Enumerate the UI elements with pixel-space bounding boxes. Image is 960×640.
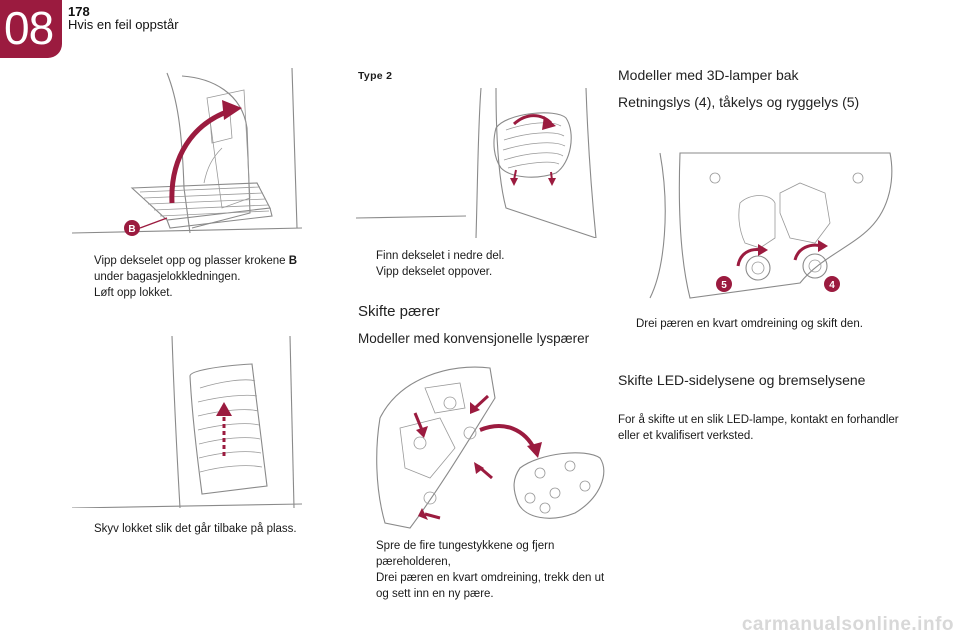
bullet-text-pre: Vipp dekselet opp og plasser krokene [94, 255, 289, 267]
list-item: Drei pæren en kvart omdreining og skift … [618, 316, 888, 332]
bullet-glyph [358, 538, 376, 570]
col1-bullets-b: Skyv lokket slik det går tilbake på plas… [76, 521, 326, 537]
chapter-tab [0, 0, 62, 58]
marker-4-label: 4 [829, 280, 835, 291]
bullet-glyph [618, 316, 636, 332]
list-item: Løft opp lokket. [76, 285, 321, 301]
illustration-lift-cover: B [72, 68, 302, 236]
heading-replace-bulbs: Skifte pærer [358, 303, 440, 320]
heading-conventional-bulbs: Modeller med konvensjonelle lyspærer [358, 331, 590, 346]
bullet-text: Løft opp lokket. [94, 287, 173, 299]
marker-b-label: B [128, 224, 135, 235]
page-number: 178 [68, 4, 90, 19]
list-item: Drei pæren en kvart omdreining, trekk de… [358, 570, 613, 602]
heading-indicator-fog-reverse: Retningslys (4), tåkelys og ryggelys (5) [618, 94, 860, 110]
bullet-glyph [76, 285, 94, 301]
bullet-text-post: under bagasjelokkledningen. [94, 271, 241, 283]
bullet-text: Drei pæren en kvart omdreining og skift … [636, 318, 863, 330]
type-heading: Type 2 [358, 70, 393, 82]
illustration-3d-lamp: 5 4 [649, 152, 893, 299]
col3-bullets-a: Drei pæren en kvart omdreining og skift … [618, 316, 888, 332]
list-item: Skyv lokket slik det går tilbake på plas… [76, 521, 326, 537]
marker-5-circle [716, 276, 732, 292]
bullet-text: Finn dekselet i nedre del. [376, 250, 505, 262]
bullet-text: Skyv lokket slik det går tilbake på plas… [94, 523, 297, 535]
bullet-glyph [76, 253, 94, 285]
bullet-text: Vipp dekselet oppover. [376, 266, 493, 278]
bullet-glyph [358, 264, 376, 280]
bullet-glyph [358, 248, 376, 264]
bullet-text: Spre de fire tungestykkene og fjern pære… [376, 540, 555, 568]
bullet-glyph [358, 570, 376, 602]
col2-bullets-a: Finn dekselet i nedre del. Vipp dekselet… [358, 248, 608, 280]
marker-4-circle [824, 276, 840, 292]
bullet-text: Vipp dekselet opp og plasser krokene B u… [94, 253, 321, 285]
marker-5-label: 5 [721, 280, 727, 291]
list-item: Vipp dekselet opp og plasser krokene B u… [76, 253, 321, 285]
hook-label: B [288, 255, 298, 267]
illustration-bulb-holder [376, 366, 605, 529]
bullet-glyph [76, 521, 94, 537]
section-title: Hvis en feil oppstår [68, 17, 179, 32]
led-paragraph: For å skifte ut en slik LED-lampe, konta… [618, 414, 899, 442]
list-item: Vipp dekselet oppover. [358, 264, 608, 280]
heading-3d-lamps: Modeller med 3D-lamper bak [618, 67, 799, 83]
marker-b-circle [124, 220, 140, 236]
list-item: Finn dekselet i nedre del. [358, 248, 608, 264]
heading-led-lamps: Skifte LED-sidelysene og bremselysene [618, 372, 866, 388]
watermark: carmanualsonline.info [741, 614, 954, 635]
bullet-text: Drei pæren en kvart omdreining, trekk de… [376, 572, 605, 600]
col2-bullets-b: Spre de fire tungestykkene og fjern pære… [358, 538, 613, 602]
chapter-number: 08 [4, 2, 54, 54]
col1-bullets-a: Vipp dekselet opp og plasser krokene B u… [76, 253, 321, 301]
illustration-open-cover [356, 88, 597, 238]
illustration-close-cover [72, 336, 302, 508]
list-item: Spre de fire tungestykkene og fjern pære… [358, 538, 613, 570]
